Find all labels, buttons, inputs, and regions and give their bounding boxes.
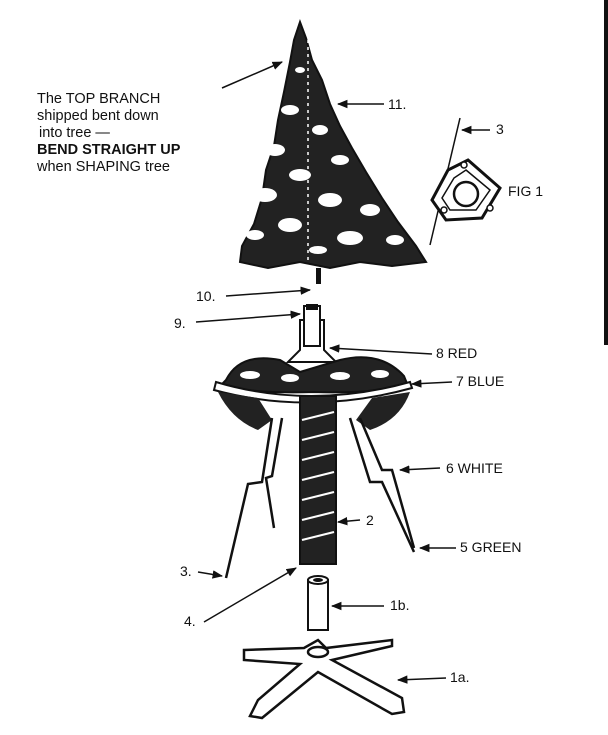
fig1-clamp [429,117,502,246]
leader-1a [396,675,447,684]
post-1b [307,575,329,631]
support-legs [224,417,416,579]
leader-8 [328,344,433,355]
label-5-green: 5 GREEN [460,539,522,555]
label-4: 4. [184,613,196,629]
top-branch-note: The TOP BRANCH shipped bent down into tr… [37,91,180,176]
label-11: 11. [388,96,407,112]
leader-top-branch [221,61,283,89]
label-10: 10. [196,288,216,304]
note-line-3: into tree — [39,125,110,141]
top-tree-section [238,19,428,270]
label-3: 3. [180,563,192,579]
leader-6 [398,465,441,474]
page-edge [604,0,608,345]
label-6-white: 6 WHITE [446,460,503,476]
label-fig1: FIG 1 [508,183,544,199]
base-1a [242,638,406,720]
note-line-1: The TOP BRANCH [37,91,161,107]
ring-section [212,304,414,430]
label-8-red: 8 RED [436,345,478,361]
note-line-4: BEND STRAIGHT UP [37,142,181,158]
leader-10 [225,286,312,297]
leader-9 [195,310,302,323]
label-7-blue: 7 BLUE [456,373,505,389]
pin-10 [316,268,321,284]
trunk-2 [299,395,337,565]
foliage-highlights [246,67,404,254]
label-fig1-3: 3 [496,121,504,137]
note-line-2: shipped bent down [37,108,159,124]
label-9: 9. [174,315,186,331]
note-line-5: when SHAPING tree [37,159,170,175]
label-1a: 1a. [450,669,470,685]
leader-7 [410,379,453,388]
leader-3 [197,570,224,579]
label-2: 2 [366,512,374,528]
leader-2 [336,516,361,526]
leader-4 [203,567,297,623]
label-1b: 1b. [390,597,410,613]
